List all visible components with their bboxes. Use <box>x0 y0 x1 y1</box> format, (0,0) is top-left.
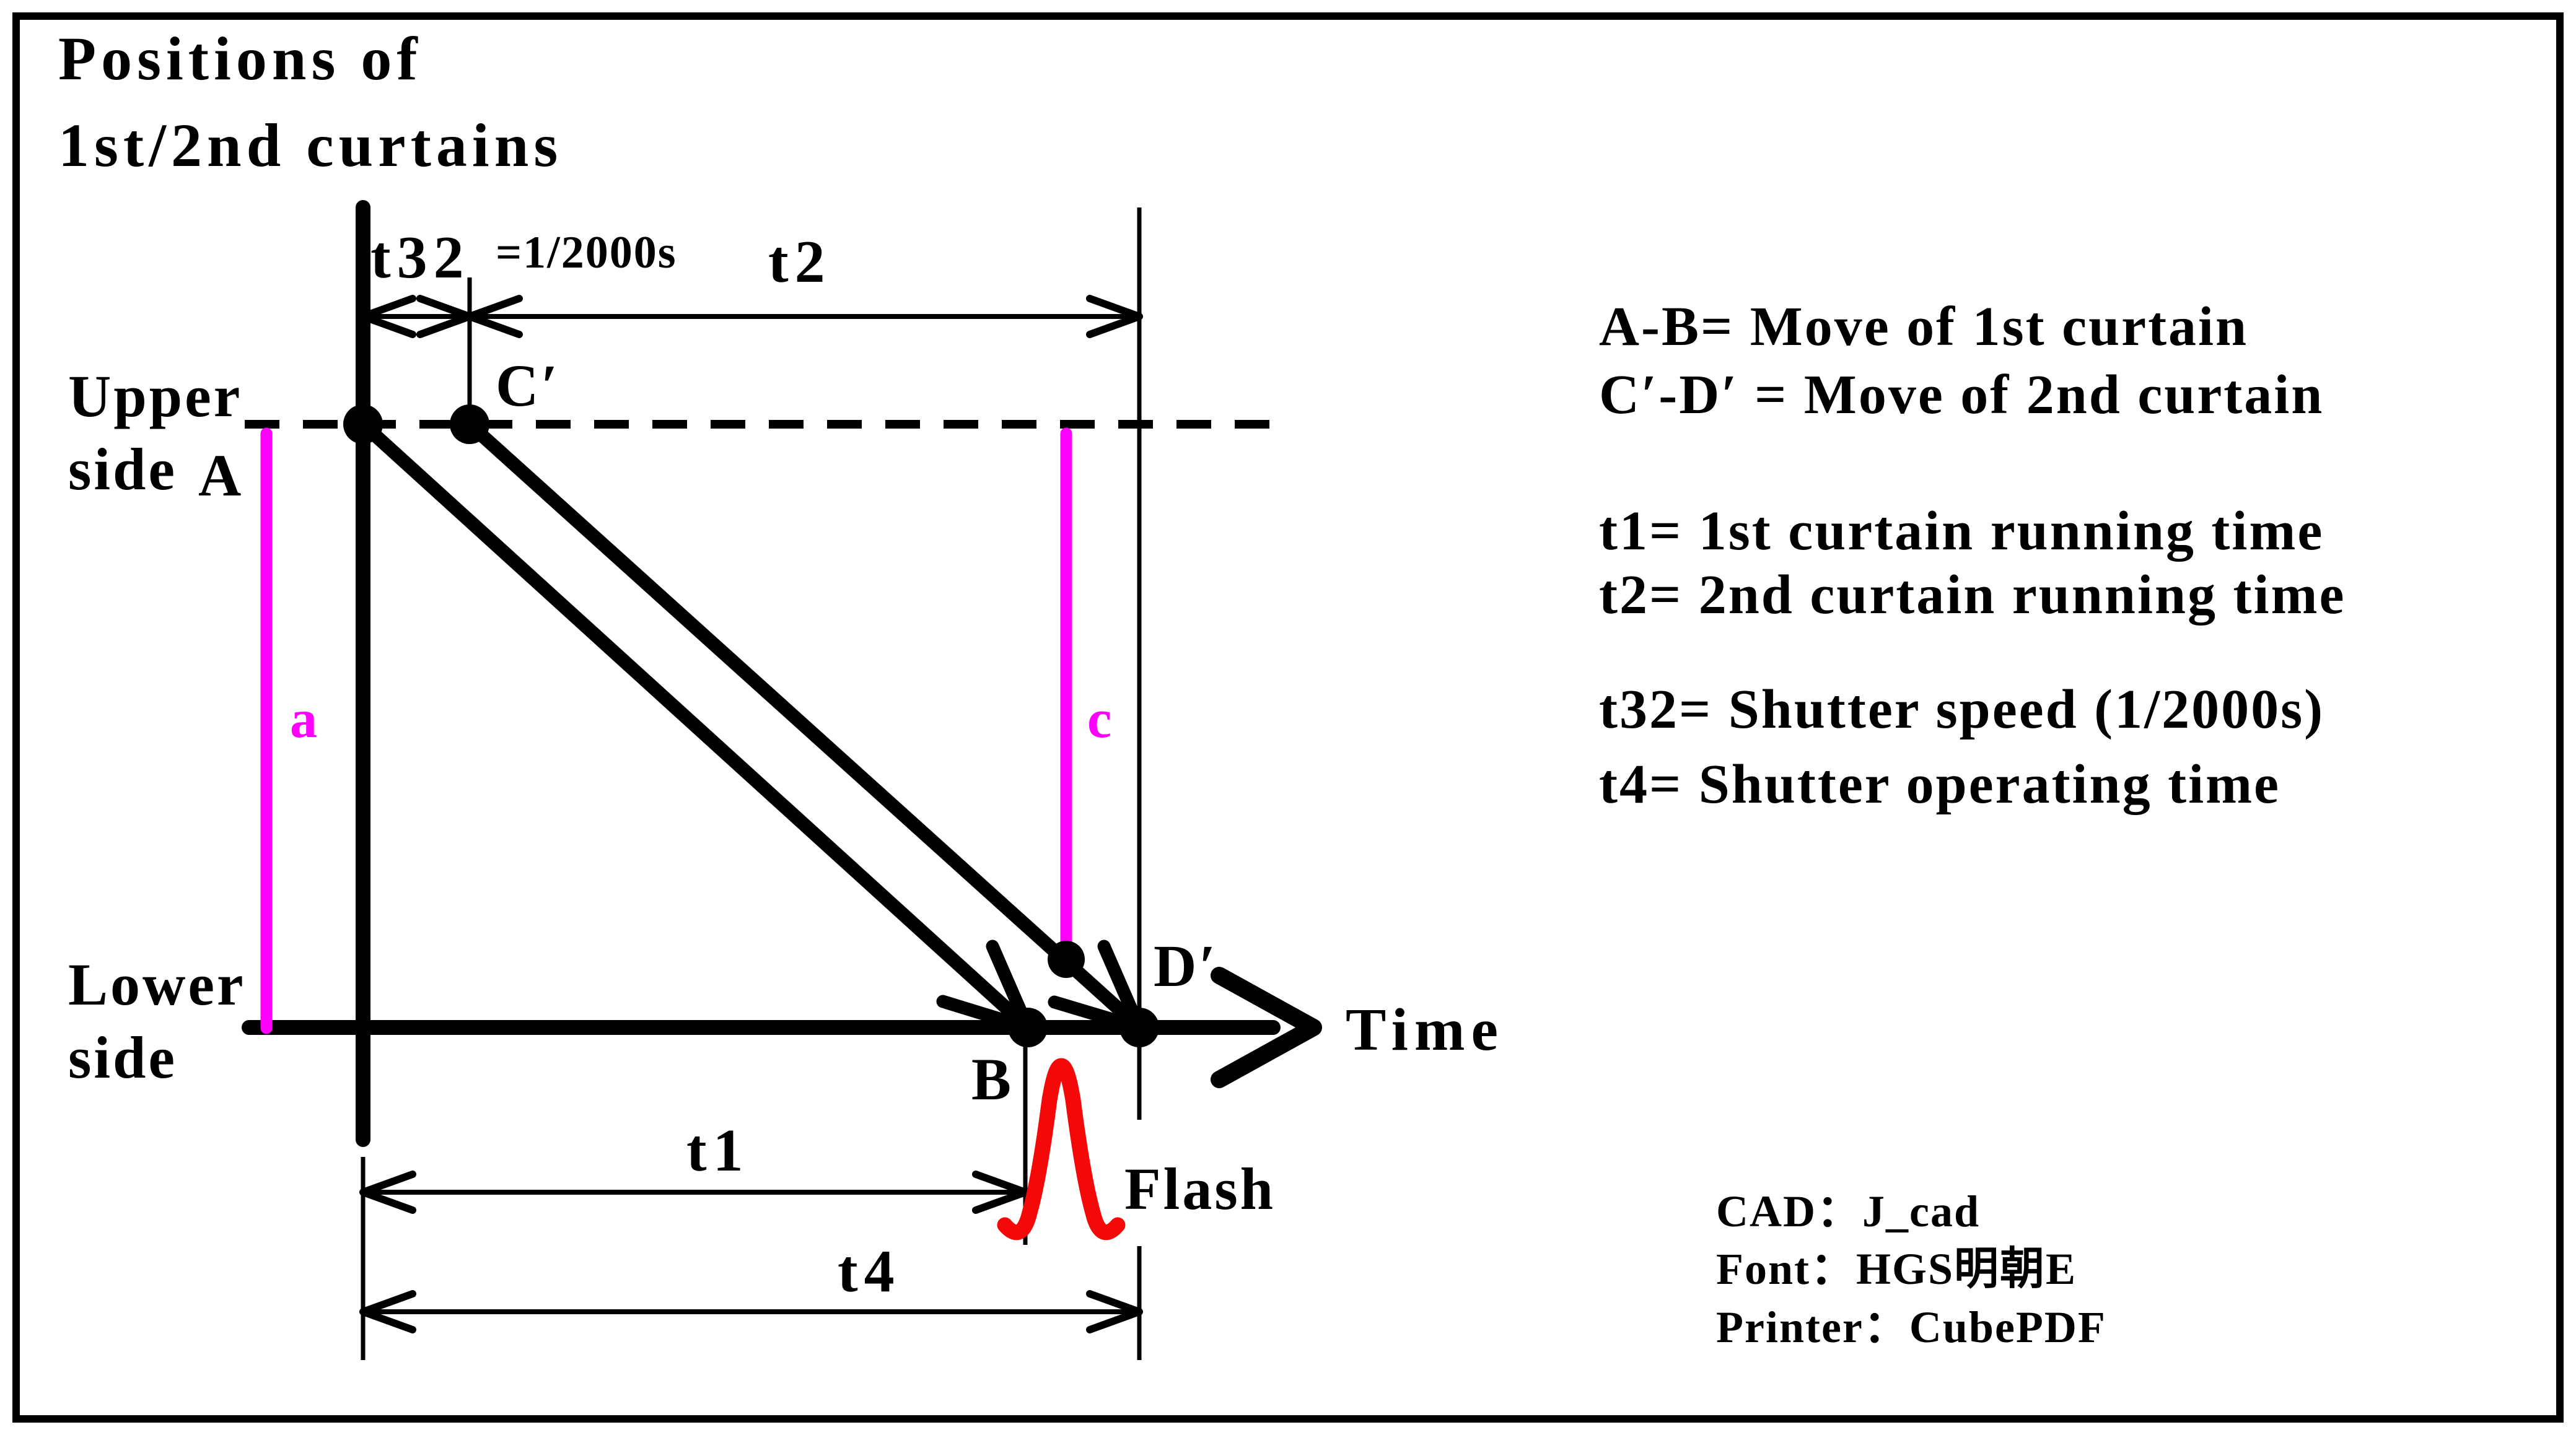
curtain-c-label: c <box>1087 689 1111 749</box>
legend-move-1st-curtain: A-B= Move of 1st curtain <box>1599 296 2248 357</box>
credit-cad: CAD：J_cad <box>1716 1187 1980 1236</box>
point-d-prime-dot <box>1119 1008 1159 1047</box>
t4-dimension-label: t4 <box>838 1238 901 1305</box>
t4-left-arrow-icon <box>359 1290 416 1333</box>
upper-side-label-line2: side <box>68 436 177 502</box>
point-c-prime-label: C′ <box>496 352 560 419</box>
point-d-prime-label: D′ <box>1154 933 1218 999</box>
t1-left-arrow-icon <box>359 1171 416 1214</box>
upper-side-label-line1: Upper <box>68 363 242 429</box>
legend-t32-definition: t32= Shutter speed (1/2000s) <box>1599 679 2324 740</box>
t2-dimension-label: t2 <box>768 229 831 295</box>
diagram-title-line1: Positions of <box>58 24 423 93</box>
point-a-label: A <box>198 442 243 508</box>
lower-side-label-line1: Lower <box>68 951 246 1018</box>
outer-border <box>12 12 2564 1423</box>
point-b-dot <box>1008 1008 1048 1047</box>
legend-t4-definition: t4= Shutter operating time <box>1599 754 2280 815</box>
t32-left-arrow-icon <box>359 295 416 338</box>
point-a-dot <box>343 404 383 444</box>
t2-right-arrow-icon <box>1086 295 1143 338</box>
curtain-c-end-dot <box>1048 941 1085 978</box>
first-curtain-line-a-b <box>356 417 1035 1034</box>
t32-dimension-label: t32 <box>370 224 470 291</box>
lower-side-label-line2: side <box>68 1024 177 1091</box>
t1-dimension-label: t1 <box>686 1117 750 1184</box>
second-curtain-line-c-d <box>463 417 1146 1034</box>
time-axis-arrow-icon <box>1211 967 1322 1088</box>
flash-pulse-curve <box>997 1058 1126 1241</box>
legend-t1-definition: t1= 1st curtain running time <box>1599 500 2324 562</box>
time-axis-label: Time <box>1346 997 1504 1063</box>
legend-t2-definition: t2= 2nd curtain running time <box>1599 564 2346 626</box>
credit-printer: Printer：CubePDF <box>1716 1302 2106 1352</box>
t4-right-arrow-icon <box>1086 1290 1143 1333</box>
point-c-prime-dot <box>450 404 489 444</box>
legend-move-2nd-curtain: C′-D′ = Move of 2nd curtain <box>1599 364 2324 425</box>
point-b-label: B <box>971 1046 1014 1112</box>
t32-value-label: =1/2000s <box>496 227 677 278</box>
curtain-a-label: a <box>290 689 317 749</box>
flash-label: Flash <box>1124 1156 1276 1222</box>
credit-font: Font：HGS明朝E <box>1716 1244 2077 1294</box>
diagram-title-line2: 1st/2nd curtains <box>58 111 563 180</box>
t32-t2-shared-arrow-icon <box>416 295 523 338</box>
t1-right-arrow-icon <box>972 1171 1029 1214</box>
